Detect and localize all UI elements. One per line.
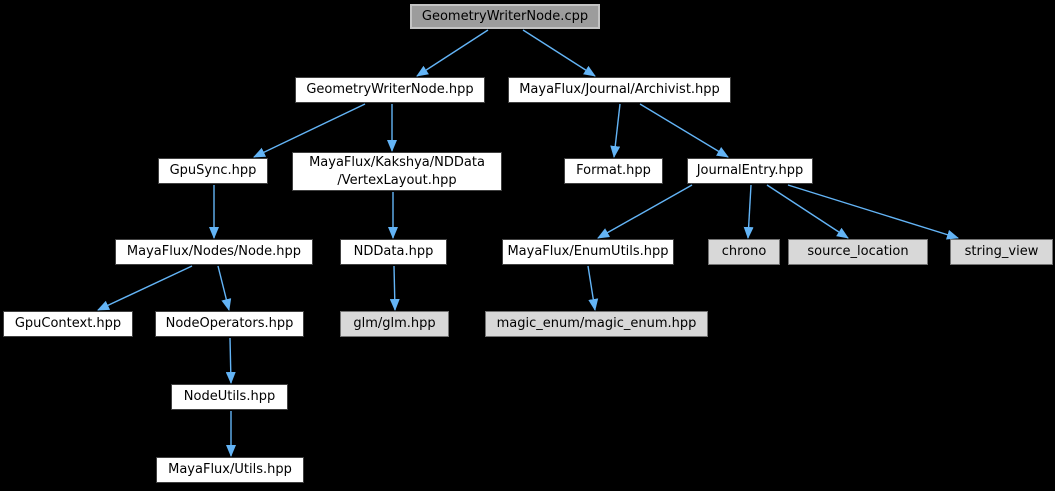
graph-node-journalentry-hpp[interactable]: JournalEntry.hpp [687, 158, 813, 184]
graph-node-gpusync-hpp[interactable]: GpuSync.hpp [158, 158, 268, 184]
graph-node-mayaflux-kakshya-nddata-vertexlayout-hpp[interactable]: MayaFlux/Kakshya/NDData /VertexLayout.hp… [292, 152, 502, 191]
graph-edge-mayaflux-journal-archivist-hpp-to-journalentry-hpp [639, 103, 729, 158]
graph-node-mayaflux-utils-hpp[interactable]: MayaFlux/Utils.hpp [156, 457, 304, 483]
graph-node-mayaflux-nodes-node-hpp[interactable]: MayaFlux/Nodes/Node.hpp [115, 239, 313, 265]
graph-node-label: MayaFlux/Nodes/Node.hpp [126, 244, 302, 260]
graph-node-label: source_location [807, 244, 909, 260]
graph-edge-mayaflux-journal-archivist-hpp-to-format-hpp [610, 103, 621, 158]
graph-edge-mayaflux-enumutils-hpp-to-magic-enum-magic-enum-hpp [587, 265, 599, 311]
graph-node-label: GeometryWriterNode.cpp [421, 8, 589, 24]
graph-node-label: glm/glm.hpp [353, 316, 436, 332]
graph-node-mayaflux-journal-archivist-hpp[interactable]: MayaFlux/Journal/Archivist.hpp [508, 77, 731, 103]
graph-node-label: string_view [964, 244, 1039, 260]
graph-node-label: MayaFlux/Journal/Archivist.hpp [519, 82, 720, 98]
graph-node-nodeutils-hpp[interactable]: NodeUtils.hpp [171, 384, 288, 410]
graph-edge-mayaflux-nodes-node-hpp-to-gpucontext-hpp [97, 265, 193, 311]
graph-node-string-view: string_view [950, 239, 1053, 265]
graph-node-label: NDData.hpp [353, 244, 434, 260]
graph-node-geometrywriternode-cpp: GeometryWriterNode.cpp [410, 4, 600, 29]
graph-node-geometrywriternode-hpp[interactable]: GeometryWriterNode.hpp [295, 77, 485, 103]
graph-edge-mayaflux-nodes-node-hpp-to-nodeoperators-hpp [217, 265, 232, 311]
graph-edge-journalentry-hpp-to-source-location [766, 184, 849, 239]
graph-node-nodeoperators-hpp[interactable]: NodeOperators.hpp [155, 311, 304, 337]
graph-edge-geometrywriternode-cpp-to-mayaflux-journal-archivist-hpp [522, 29, 596, 77]
graph-edge-journalentry-hpp-to-mayaflux-enumutils-hpp [597, 184, 693, 239]
graph-edge-journalentry-hpp-to-chrono [743, 184, 754, 239]
graph-node-glm-glm-hpp: glm/glm.hpp [340, 311, 449, 337]
graph-node-label: MayaFlux/EnumUtils.hpp [507, 244, 669, 260]
graph-node-magic-enum-magic-enum-hpp: magic_enum/magic_enum.hpp [485, 311, 708, 337]
graph-edge-geometrywriternode-hpp-to-gpusync-hpp [253, 103, 366, 158]
graph-node-label: magic_enum/magic_enum.hpp [496, 316, 697, 332]
graph-node-label: MayaFlux/Kakshya/NDData /VertexLayout.hp… [309, 154, 485, 188]
graph-edge-journalentry-hpp-to-string-view [787, 184, 959, 240]
graph-node-label: NodeUtils.hpp [183, 389, 276, 405]
graph-node-label: MayaFlux/Utils.hpp [168, 462, 292, 478]
graph-node-nddata-hpp[interactable]: NDData.hpp [340, 239, 447, 265]
graph-node-label: GpuContext.hpp [14, 316, 122, 332]
graph-edge-nddata-hpp-to-glm-glm-hpp [389, 265, 400, 311]
graph-node-label: NodeOperators.hpp [165, 316, 294, 332]
graph-node-label: chrono [721, 244, 767, 260]
graph-node-label: GpuSync.hpp [169, 163, 257, 179]
graph-node-mayaflux-enumutils-hpp[interactable]: MayaFlux/EnumUtils.hpp [502, 239, 674, 265]
graph-node-gpucontext-hpp[interactable]: GpuContext.hpp [3, 311, 133, 337]
graph-node-label: Format.hpp [576, 163, 651, 179]
graph-node-chrono: chrono [708, 239, 780, 265]
graph-node-label: JournalEntry.hpp [696, 163, 804, 179]
graph-node-format-hpp[interactable]: Format.hpp [564, 158, 663, 184]
graph-node-source-location: source_location [788, 239, 928, 265]
graph-node-label: GeometryWriterNode.hpp [306, 82, 474, 98]
edges-group [97, 29, 959, 457]
graph-edge-nodeoperators-hpp-to-nodeutils-hpp [225, 337, 236, 384]
graph-edge-geometrywriternode-cpp-to-geometrywriternode-hpp [416, 29, 489, 77]
